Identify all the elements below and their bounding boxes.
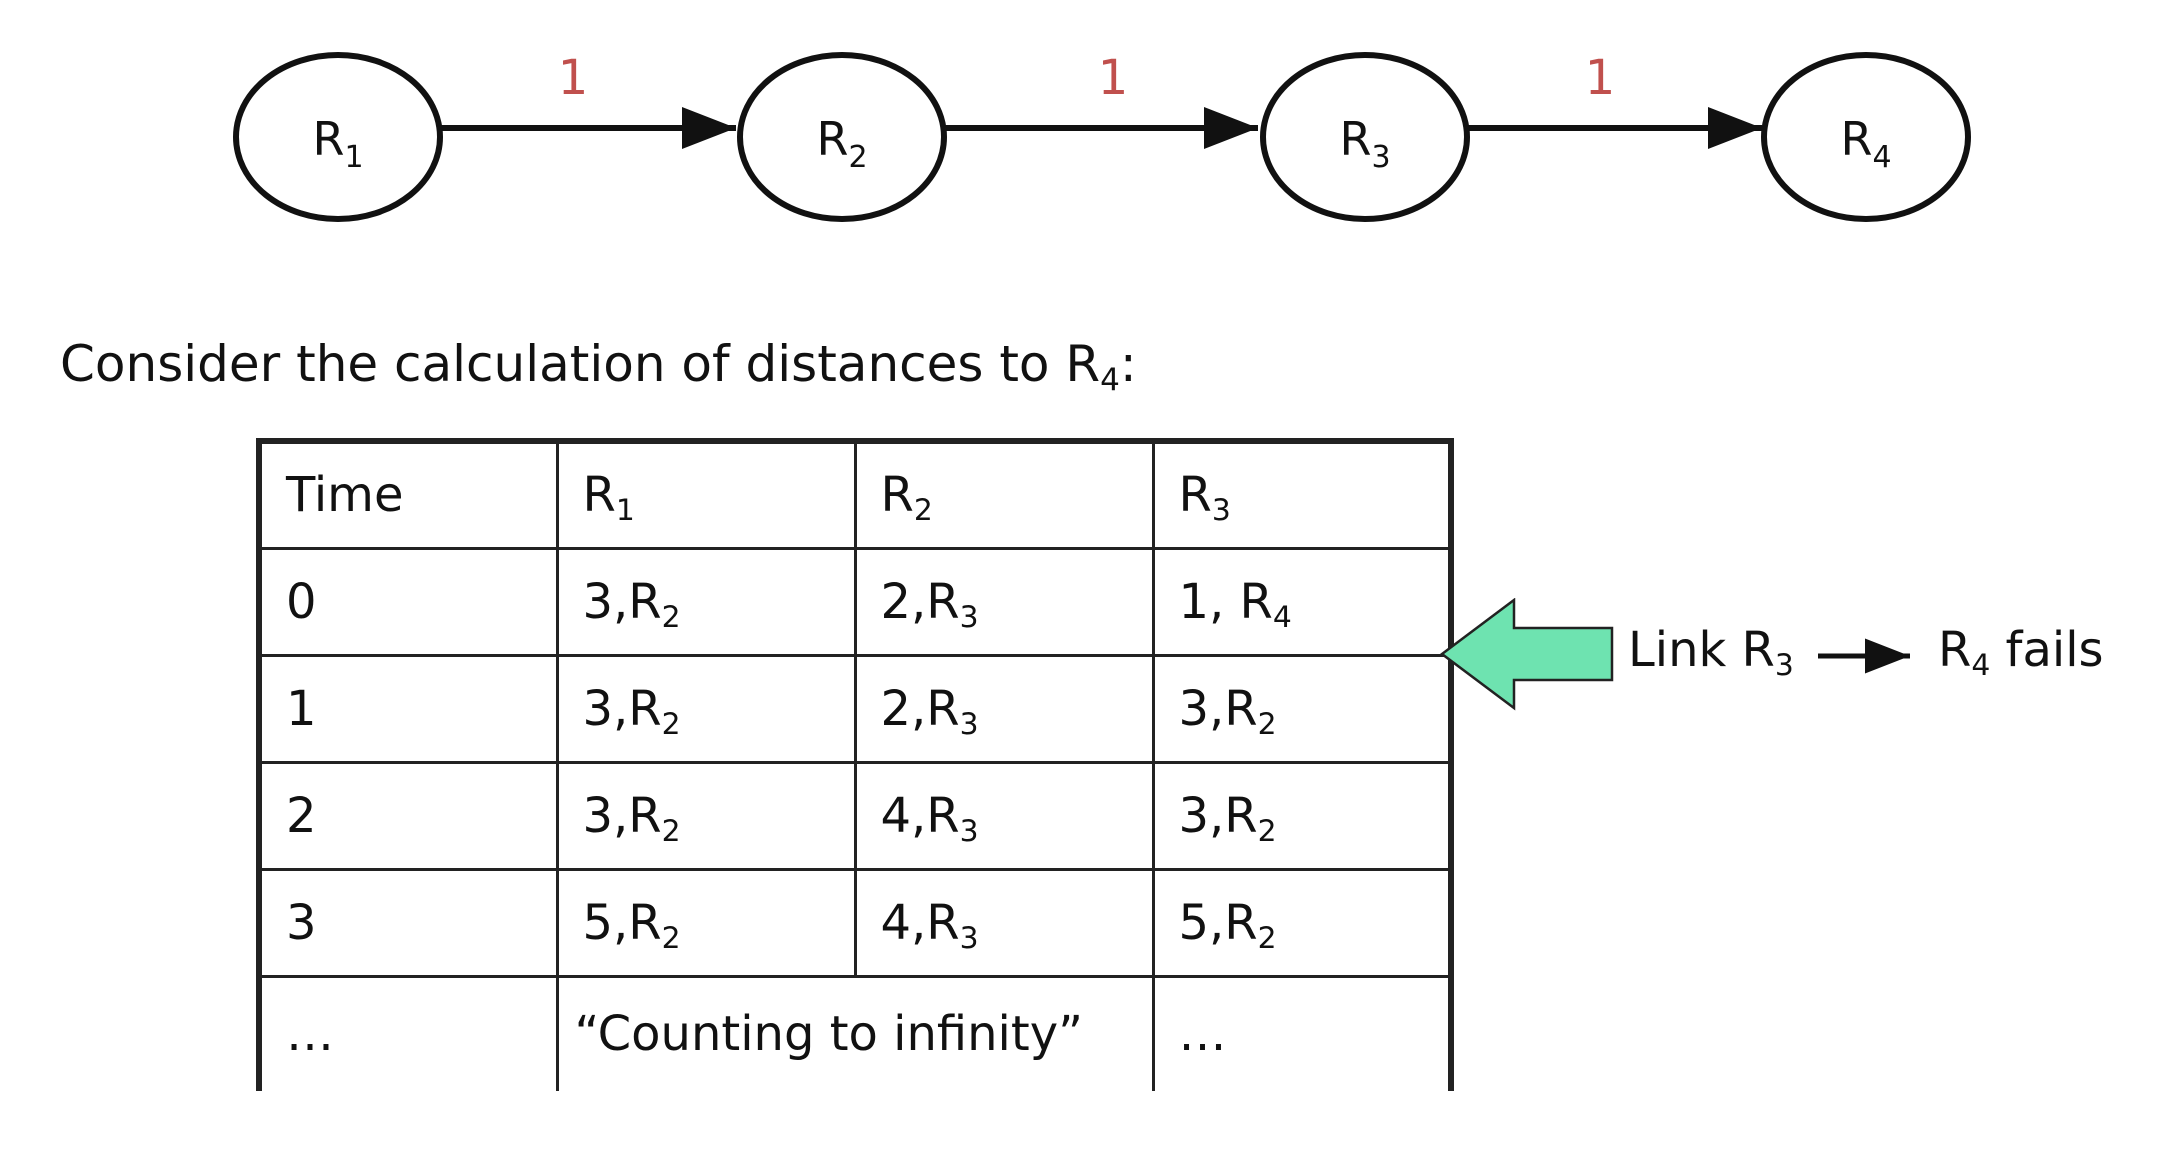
cell-r3: 3,R2 bbox=[1151, 653, 1454, 764]
network-diagram: 1 1 1 R1 R2 R3 R4 bbox=[233, 50, 1971, 222]
svg-text:R4: R4 bbox=[1840, 112, 1891, 175]
cell-r1: 5,R2 bbox=[555, 867, 857, 978]
table-header-row: Time R1 R2 R3 bbox=[256, 438, 1454, 550]
cell-r2: 2,R3 bbox=[853, 653, 1155, 764]
counting-to-infinity-label: “Counting to infinity” bbox=[557, 974, 1153, 1091]
cell-r1: 3,R2 bbox=[555, 760, 857, 871]
link-failure-annotation bbox=[1440, 598, 1910, 711]
edge-weight-r2-r3: 1 bbox=[1098, 50, 1129, 106]
left-arrow-icon bbox=[1440, 598, 1614, 711]
cell-r1: 3,R2 bbox=[555, 653, 857, 764]
caption: Consider the calculation of distances to… bbox=[60, 335, 1137, 399]
header-r1: R1 bbox=[555, 438, 857, 550]
header-r3: R3 bbox=[1151, 438, 1454, 550]
svg-text:R3: R3 bbox=[1339, 112, 1390, 175]
cell-r3: 1, R4 bbox=[1151, 546, 1454, 657]
cell-time-ellipsis: … bbox=[256, 974, 559, 1091]
cell-r1: 3,R2 bbox=[555, 546, 857, 657]
svg-text:R1: R1 bbox=[312, 112, 363, 175]
link-fail-suffix: R4 fails bbox=[1938, 622, 2104, 683]
svg-text:R2: R2 bbox=[816, 112, 867, 175]
header-r2: R2 bbox=[853, 438, 1155, 550]
edge-weight-r3-r4: 1 bbox=[1585, 50, 1616, 106]
cell-r3: 3,R2 bbox=[1151, 760, 1454, 871]
table-row: 3 5,R2 4,R3 5,R2 bbox=[256, 867, 1454, 978]
cell-time: 3 bbox=[256, 867, 559, 978]
node-r3: R3 bbox=[1260, 52, 1470, 222]
node-r4: R4 bbox=[1761, 52, 1971, 222]
node-r2: R2 bbox=[737, 52, 947, 222]
node-r1: R1 bbox=[233, 52, 443, 222]
cell-r2: 2,R3 bbox=[853, 546, 1155, 657]
cell-r3: 5,R2 bbox=[1151, 867, 1454, 978]
table-row-ellipsis: … “Counting to infinity” … bbox=[256, 974, 1454, 1091]
distance-table: Time R1 R2 R3 0 3,R2 2,R3 1, R4 1 3,R2 2… bbox=[256, 438, 1454, 1091]
link-fail-prefix: Link R3 bbox=[1628, 622, 1794, 683]
cell-r2: 4,R3 bbox=[853, 867, 1155, 978]
cell-time: 2 bbox=[256, 760, 559, 871]
table-row: 1 3,R2 2,R3 3,R2 bbox=[256, 653, 1454, 764]
table-row: 2 3,R2 4,R3 3,R2 bbox=[256, 760, 1454, 871]
edge-weight-r1-r2: 1 bbox=[558, 50, 589, 106]
cell-r3-ellipsis: … bbox=[1151, 974, 1454, 1091]
cell-time: 0 bbox=[256, 546, 559, 657]
cell-r2: 4,R3 bbox=[853, 760, 1155, 871]
table-row: 0 3,R2 2,R3 1, R4 bbox=[256, 546, 1454, 657]
cell-time: 1 bbox=[256, 653, 559, 764]
header-time: Time bbox=[256, 438, 559, 550]
